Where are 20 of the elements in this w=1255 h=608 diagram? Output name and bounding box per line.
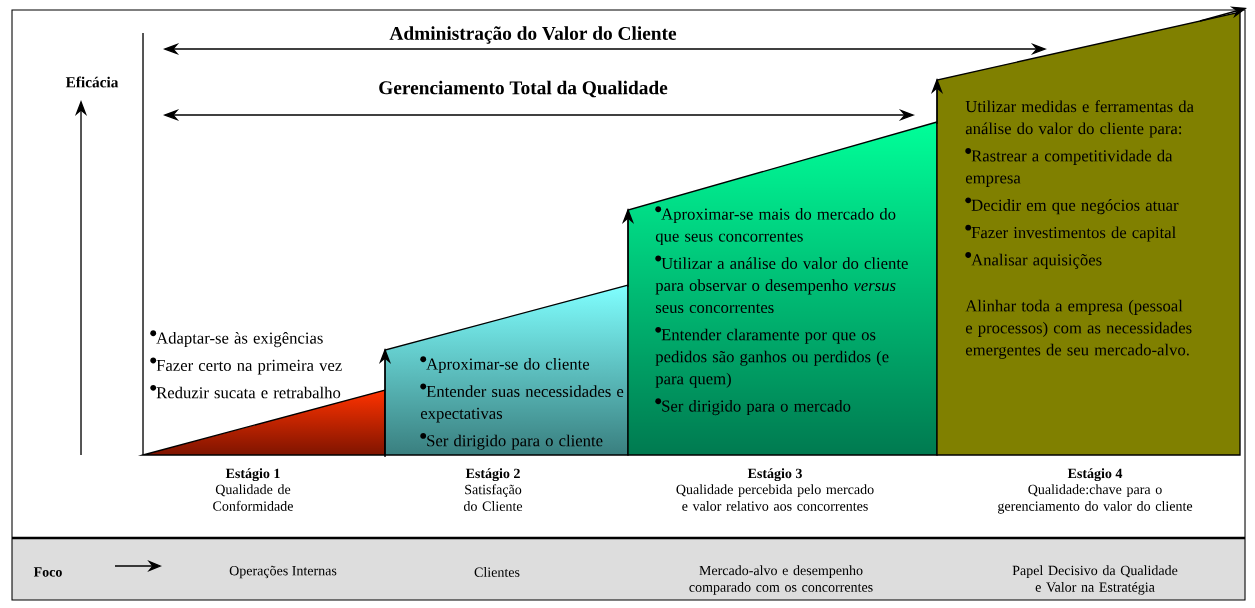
stage-caption: Satisfação do Cliente bbox=[463, 484, 523, 511]
stage-title: Estágio 4 bbox=[1067, 468, 1123, 482]
stage-caption: Qualidade percebida pelo mercado e valor relativo aos concorrentes bbox=[676, 484, 874, 511]
span-title: Gerenciamento Total da Qualidade bbox=[379, 80, 668, 98]
stage-title: Estágio 3 bbox=[747, 468, 802, 482]
node-label: Adaptar-se às exigências bbox=[156, 331, 323, 348]
focus-text: Clientes bbox=[474, 567, 520, 577]
stage-title: Estágio 1 bbox=[225, 468, 280, 482]
focus-text: Operações Internas bbox=[229, 565, 337, 579]
stage-area: Aproximar-se do cliente Entender suas necessidades e expectativas Ser dirigido para o cliente bbox=[384, 284, 629, 456]
stage-caption: Qualidade de Conformidade bbox=[213, 484, 293, 511]
stage-caption: Qualidade:chave para o gerenciamento do valor do cliente bbox=[998, 484, 1193, 514]
focus-text: Mercado-alvo e desempenho comparado com os concorrentes bbox=[689, 565, 873, 595]
row-label: Foco bbox=[33, 567, 62, 577]
stage-title: Estágio 2 bbox=[465, 468, 520, 482]
focus-text: Papel Decisivo da Qualidade e Valor na Estratégia bbox=[1012, 565, 1178, 595]
span-title: Administração do Valor do Cliente bbox=[389, 26, 677, 44]
node-label: Fazer certo na primeira vez bbox=[156, 359, 342, 375]
stage-area: Utilizar medidas e ferramentas da análise do valor do cliente para: Rastrear a competitividade da empresa Decidir em que negócios atuar Fazer investimentos de capital Analisar aquisições Alinhar toda a empresa (pessoal e processos) com as necessidades emergentes de seu mercado-alvo. bbox=[936, 11, 1241, 456]
axis-label: Eficácia bbox=[65, 76, 119, 88]
